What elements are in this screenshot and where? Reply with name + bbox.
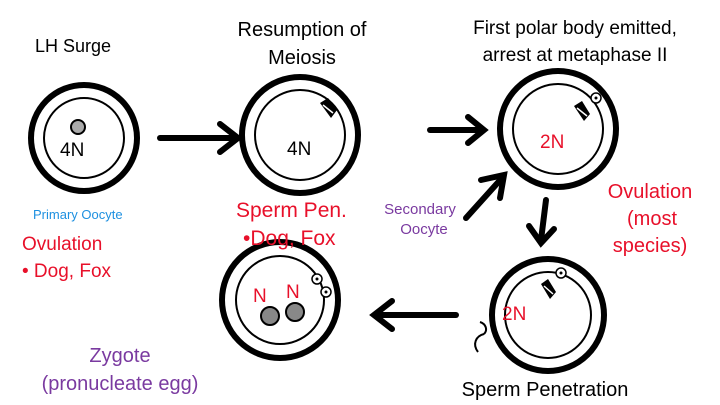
label-sperm-pen-line1: Sperm Pen. (236, 199, 347, 222)
label-sperm-penetration: Sperm Penetration (462, 379, 629, 401)
ploidy-label-4n-cell1: 4N (60, 140, 84, 161)
label-resumption-line1: Resumption of (238, 19, 367, 41)
pronucleus-male (286, 303, 304, 321)
ploidy-label-n-right: N (286, 282, 300, 303)
label-ovulation-most-line2: (most (627, 208, 677, 230)
label-primary-oocyte: Primary Oocyte (33, 207, 123, 222)
ploidy-label-n-left: N (253, 286, 267, 307)
label-resumption-line2: Meiosis (268, 47, 336, 69)
arrow-cell4-to-zygote (374, 301, 456, 329)
arrow-cell1-to-cell2 (160, 124, 238, 152)
label-secondary-oocyte-line1: Secondary (384, 201, 456, 218)
sperm-icon (475, 322, 486, 352)
label-ovulation-most-line3: species) (613, 235, 687, 257)
label-zygote-line2: (pronucleate egg) (42, 373, 199, 395)
label-ovulation-most-line1: Ovulation (608, 181, 693, 203)
oocyte-cell-primary (31, 85, 137, 191)
germinal-vesicle (71, 120, 85, 134)
pronucleus-female (261, 307, 279, 325)
ploidy-label-4n-cell2: 4N (287, 139, 311, 160)
oocyte-cell-meiosis-resumed (242, 77, 358, 193)
label-sperm-pen-line2: •Dog, Fox (243, 227, 336, 250)
label-lh-surge: LH Surge (35, 36, 111, 56)
label-ovulation-dogfox-line1: Ovulation (22, 234, 102, 255)
label-secondary-oocyte-line2: Oocyte (400, 221, 448, 238)
ploidy-label-2n-cell4: 2N (502, 304, 526, 325)
arrow-cell3-to-cell4 (529, 200, 554, 243)
ploidy-label-2n-cell3: 2N (540, 132, 564, 153)
arrow-to-cell3-diagonal (466, 175, 504, 218)
label-ovulation-dogfox-line2: • Dog, Fox (22, 261, 112, 282)
oocyte-cell-metaphase-ii (500, 71, 616, 187)
arrow-cell2-to-cell3 (430, 117, 484, 143)
oocyte-cell-sperm-penetration (475, 259, 604, 371)
label-polar-body-line2: arrest at metaphase II (483, 45, 668, 66)
label-polar-body-line1: First polar body emitted, (473, 18, 677, 39)
zygote-cell (222, 242, 338, 358)
label-zygote-line1: Zygote (89, 345, 150, 367)
